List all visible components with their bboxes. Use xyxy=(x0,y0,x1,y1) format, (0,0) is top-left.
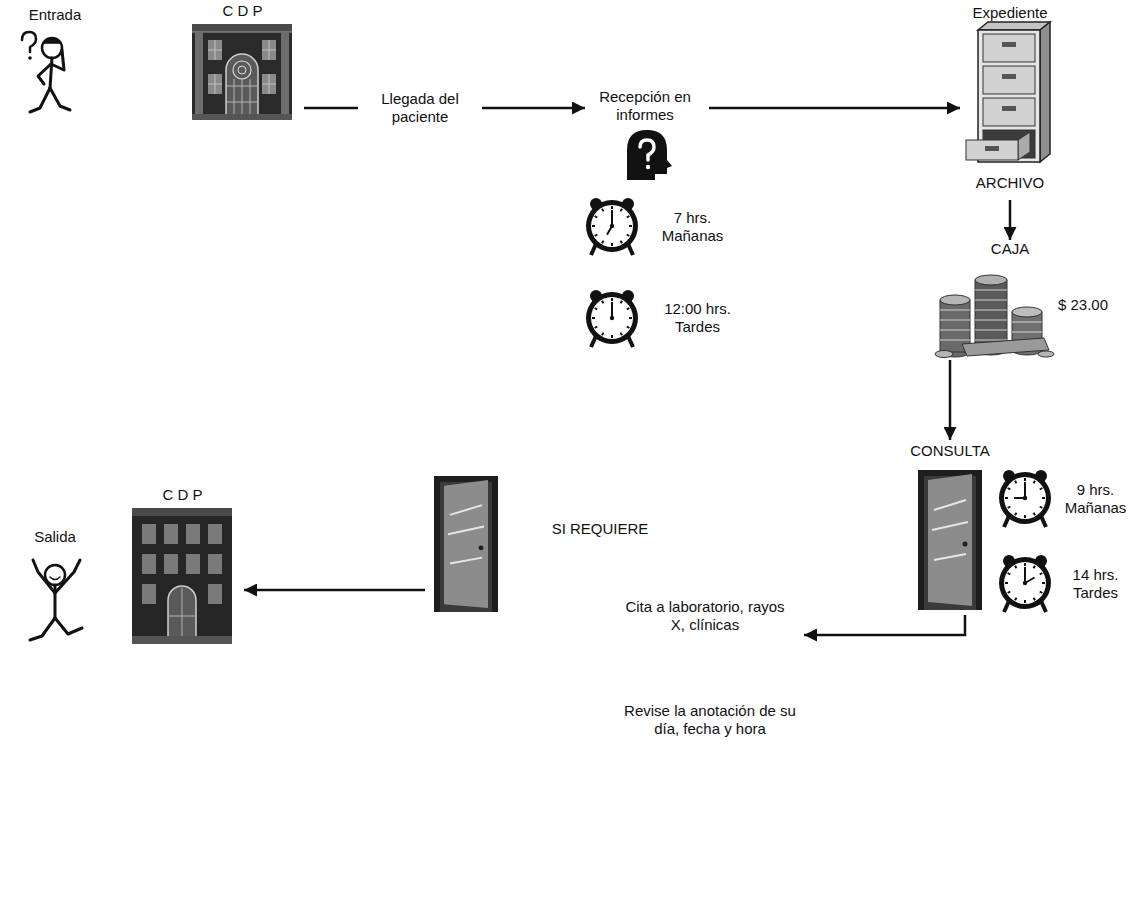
information-icon xyxy=(627,130,672,180)
instruction-note: Revise la anotación de su día, fecha y h… xyxy=(620,702,800,738)
clock-icon xyxy=(586,198,1051,612)
building-title: C D P xyxy=(125,486,240,504)
confused-patient-figure xyxy=(28,56,32,60)
filing-cabinet xyxy=(1018,132,1030,160)
flow-arrow xyxy=(949,360,952,440)
clock-icon xyxy=(586,198,638,255)
clock-icon xyxy=(999,470,1051,527)
confused-patient-figure xyxy=(38,64,51,84)
money-illustration xyxy=(975,280,1007,350)
money-illustration xyxy=(962,338,1049,356)
edge-label: Llegada del paciente xyxy=(358,89,482,127)
step-title: CAJA xyxy=(975,240,1045,258)
cashier: CAJA $ 23.00 xyxy=(930,240,1115,360)
clock-icon xyxy=(1014,482,1025,498)
clock-icon xyxy=(611,302,613,318)
filing-cabinet xyxy=(1002,74,1016,79)
filing-cabinet xyxy=(966,140,1018,160)
schedule-note: 12:00 hrs. Tardes xyxy=(655,300,740,336)
money-illustration xyxy=(975,290,1007,340)
exit-label: Salida xyxy=(20,528,90,546)
flow-arrow xyxy=(804,615,965,635)
clock-icon xyxy=(586,290,638,347)
filing-cabinet xyxy=(978,22,1050,30)
money-illustration xyxy=(1012,307,1042,317)
filing-cabinet xyxy=(966,22,1050,162)
money-illustration xyxy=(935,351,953,358)
appointment-door xyxy=(434,476,498,612)
money-illustration xyxy=(1038,351,1054,357)
happy-patient-figure xyxy=(33,560,55,593)
clock-icon xyxy=(1025,567,1035,583)
connector-layer xyxy=(244,108,1010,635)
clinic-building-facade xyxy=(192,24,292,120)
clock-icon xyxy=(999,555,1051,612)
entry-label: Entrada xyxy=(20,6,90,24)
step-title: CONSULTA xyxy=(900,442,1000,460)
information-icon xyxy=(627,130,672,180)
money-illustration xyxy=(935,275,1054,358)
happy-patient-figure xyxy=(55,618,82,634)
filing-cabinet xyxy=(985,146,999,151)
happy-patient-figure xyxy=(30,560,82,640)
confused-patient-figure xyxy=(42,38,62,58)
money-illustration xyxy=(975,275,1007,285)
filing-cabinet xyxy=(983,34,1035,62)
information-icon xyxy=(646,165,650,169)
schedule-note: 14 hrs. Tardes xyxy=(1058,566,1133,602)
schedule-note: 7 hrs. Mañanas xyxy=(655,209,730,245)
money-illustration xyxy=(940,295,970,305)
flow-arrow xyxy=(1009,200,1012,240)
happy-patient-figure xyxy=(50,577,60,580)
step-title: Recepción en informes xyxy=(585,88,705,124)
schedule-note: 9 hrs. Mañanas xyxy=(1058,481,1133,517)
filing-cabinet xyxy=(983,98,1035,126)
clinic-building-facade xyxy=(132,508,232,644)
flow-arrow xyxy=(244,589,425,592)
clock-icon xyxy=(607,210,612,235)
appointment-text: Cita a laboratorio, rayos X, clínicas xyxy=(620,598,790,634)
money-illustration xyxy=(940,310,970,340)
step-heading: Expediente xyxy=(960,4,1060,22)
consultation-office: CONSULTA xyxy=(900,440,1004,615)
confused-patient-figure xyxy=(22,32,70,112)
building-title: C D P xyxy=(185,2,300,20)
happy-patient-figure xyxy=(55,560,80,593)
confused-patient-figure xyxy=(30,88,50,112)
fee-amount: $ 23.00 xyxy=(1058,296,1108,314)
happy-patient-figure xyxy=(30,618,55,640)
records-archive: ExpedienteARCHIVO xyxy=(960,4,1064,200)
filing-cabinet xyxy=(1002,106,1016,111)
flow-arrow xyxy=(709,107,960,110)
consultation-door xyxy=(918,470,982,610)
information-icon xyxy=(640,140,654,160)
condition-text: SI REQUIERE xyxy=(530,520,670,538)
confused-patient-figure xyxy=(50,88,70,110)
step-title: ARCHIVO xyxy=(960,174,1060,192)
filing-cabinet xyxy=(1002,42,1016,47)
clinic-building: C D P xyxy=(125,484,244,649)
filing-cabinet xyxy=(983,66,1035,94)
filing-cabinet xyxy=(1040,22,1050,162)
follow-up-appointments: SI REQUIERE Cita a laboratorio, rayos X, … xyxy=(425,470,804,755)
information-desk: Recepción en informes xyxy=(585,86,709,186)
confused-patient-figure xyxy=(43,38,61,43)
confused-patient-figure xyxy=(51,50,64,70)
confused-patient-figure xyxy=(22,32,36,52)
clinic-building: C D P xyxy=(185,0,304,122)
